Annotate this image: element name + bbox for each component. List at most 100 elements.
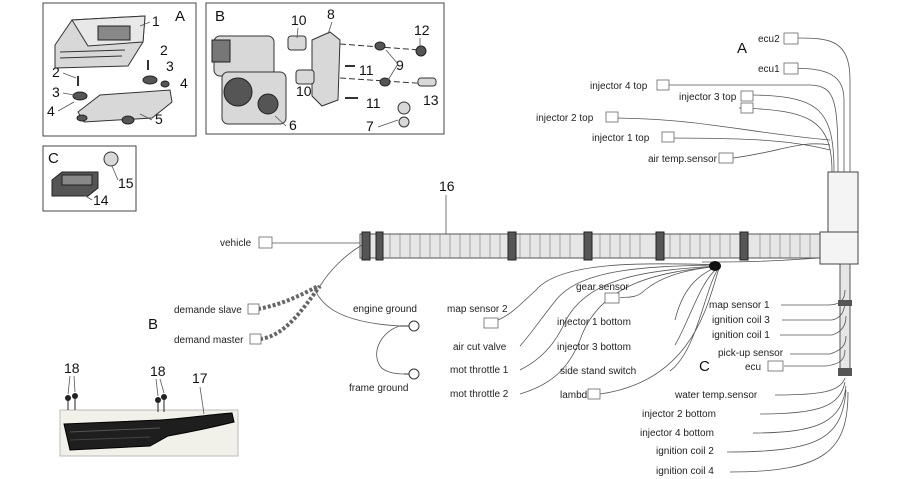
harness-trunk — [359, 233, 831, 259]
label-ignition-coil-2: ignition coil 2 — [656, 446, 714, 457]
label-injector-4-bottom: injector 4 bottom — [640, 428, 714, 439]
connector-injector-3-top — [740, 90, 754, 102]
connector-lambda — [587, 388, 601, 400]
label-side-stand-switch: side stand switch — [560, 366, 636, 377]
panel-a-ecu: A 1 2 3 4 2 3 4 5 — [42, 2, 197, 137]
part-number-11b: 11 — [366, 95, 381, 111]
connector-vehicle — [258, 236, 273, 249]
part-number-18b: 18 — [150, 363, 166, 379]
panel-b-throttle: B 10 8 12 11 9 10 11 1 — [205, 2, 445, 135]
screws-grommets — [72, 60, 170, 101]
part-number-4a: 4 — [47, 103, 55, 119]
part-number-1: 1 — [152, 13, 160, 29]
c-right-letter: C — [699, 358, 710, 375]
label-water-temp-sensor: water temp.sensor — [674, 390, 758, 401]
part-number-13: 13 — [423, 92, 439, 108]
part-number-2a: 2 — [52, 64, 60, 80]
demand-cables — [257, 284, 322, 341]
part-number-18a: 18 — [64, 360, 80, 376]
connector-injector-1-top — [661, 131, 675, 143]
throttle-body-drawing — [211, 35, 287, 125]
harness-ribs — [369, 234, 811, 258]
upper-right-wires — [605, 37, 851, 173]
harness-clamps — [361, 231, 749, 261]
label-air-temp-sensor: air temp.sensor — [648, 154, 718, 165]
part-number-12: 12 — [414, 22, 430, 38]
label-demande-slave: demande slave — [174, 305, 242, 316]
label-pick-up-sensor: pick-up sensor — [718, 348, 784, 359]
harness-cover-drawing — [59, 393, 239, 457]
label-air-cut-valve: air cut valve — [453, 342, 507, 353]
label-mot-throttle-1: mot throttle 1 — [450, 365, 509, 376]
connector-injector-2-top — [605, 111, 619, 123]
label-injector-2-top: injector 2 top — [536, 113, 594, 124]
ecu-bracket-drawing — [76, 89, 173, 125]
harness-junction — [819, 231, 859, 265]
label-gear-sensor: gear sensor — [576, 282, 629, 293]
label-demand-master: demand master — [174, 335, 244, 346]
connector-demand-master — [249, 333, 262, 345]
connector-injector-3-top-b — [740, 102, 754, 114]
label-injector-3-top: injector 3 top — [679, 92, 737, 103]
panel-b-letter: B — [215, 8, 225, 25]
part-number-8: 8 — [327, 6, 335, 22]
connector-ecu — [767, 360, 784, 372]
engine-ground-terminal — [400, 320, 420, 332]
label-ecu1: ecu1 — [758, 64, 780, 75]
connector-gear-sensor — [604, 292, 620, 304]
ecu-unit-drawing — [54, 15, 146, 69]
part-number-3a: 3 — [52, 84, 60, 100]
part-number-11a: 11 — [359, 62, 374, 78]
panel-c-module: C 15 14 — [42, 145, 137, 212]
label-ignition-coil-4: ignition coil 4 — [656, 466, 714, 477]
grommet-drawing — [103, 151, 119, 167]
panel-a-letter: A — [175, 8, 185, 25]
label-ecu2: ecu2 — [758, 34, 780, 45]
label-map-sensor-2: map sensor 2 — [447, 304, 508, 315]
part-number-5: 5 — [155, 111, 163, 127]
sensor-plate-drawing — [287, 31, 437, 128]
label-lambda: lambda — [560, 390, 593, 401]
part-number-7: 7 — [366, 118, 374, 134]
part-number-2b: 2 — [160, 42, 168, 58]
connector-ecu1 — [783, 62, 799, 75]
harness-upper-branch — [827, 171, 859, 233]
label-ecu: ecu — [745, 362, 761, 373]
connector-injector-4-top — [656, 79, 670, 91]
b-left-letter: B — [148, 316, 158, 333]
label-map-sensor-1: map sensor 1 — [709, 300, 770, 311]
connector-air-temp-sensor — [718, 152, 734, 164]
part-number-6: 6 — [289, 117, 297, 133]
label-injector-1-top: injector 1 top — [592, 133, 650, 144]
part-number-16: 16 — [439, 178, 455, 194]
a-right-letter: A — [737, 40, 747, 57]
connector-demande-slave — [247, 303, 260, 315]
label-frame-ground: frame ground — [349, 383, 408, 394]
lower-right-wires — [726, 289, 849, 473]
label-mot-throttle-2: mot throttle 2 — [450, 389, 509, 400]
label-injector-2-bottom: injector 2 bottom — [642, 409, 716, 420]
part-number-10b: 10 — [296, 83, 312, 99]
harness-lower-branch — [839, 263, 851, 375]
label-ignition-coil-3: ignition coil 3 — [712, 315, 770, 326]
connector-ecu2 — [783, 32, 799, 45]
part-number-15: 15 — [118, 175, 134, 191]
label-engine-ground: engine ground — [353, 304, 417, 315]
part-number-9: 9 — [396, 57, 404, 73]
panel-c-letter: C — [48, 150, 59, 167]
part-number-10a: 10 — [291, 12, 307, 28]
frame-ground-terminal — [404, 368, 420, 380]
part-number-4b: 4 — [180, 75, 188, 91]
label-vehicle: vehicle — [220, 238, 252, 249]
label-injector-4-top: injector 4 top — [590, 81, 648, 92]
label-injector-1-bottom: injector 1 bottom — [557, 317, 631, 328]
harness-split-clip — [709, 261, 721, 271]
label-injector-3-bottom: injector 3 bottom — [557, 342, 631, 353]
lower-branch-wires — [497, 257, 821, 395]
part-number-14: 14 — [93, 192, 109, 208]
part-number-17: 17 — [192, 370, 208, 386]
main-harness: 16 — [359, 171, 859, 376]
label-ignition-coil-1: ignition coil 1 — [712, 330, 770, 341]
connector-map-sensor-2 — [483, 317, 499, 329]
